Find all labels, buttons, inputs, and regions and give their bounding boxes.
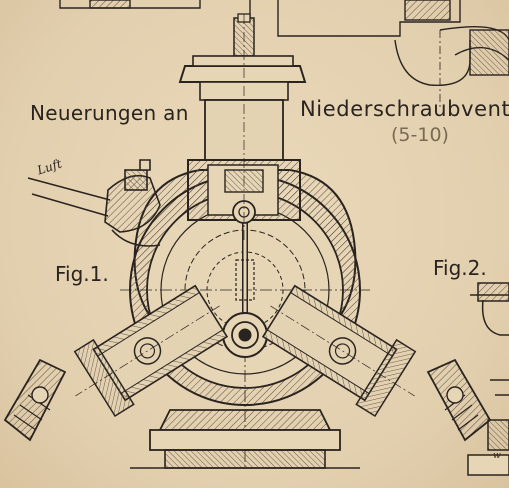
figure-2-label: Fig.2. bbox=[433, 256, 487, 280]
crank-assembly bbox=[222, 210, 268, 358]
top-cylinder bbox=[178, 13, 307, 240]
air-inlet bbox=[27, 159, 161, 247]
base bbox=[130, 409, 360, 469]
figure-1-label: Fig.1. bbox=[55, 262, 109, 286]
title-left: Neuerungen an bbox=[30, 101, 189, 125]
title-right: Niederschraubventi bbox=[300, 97, 509, 121]
valve-head-right bbox=[426, 358, 492, 442]
fig2-fragment bbox=[467, 282, 509, 476]
valve-head-left bbox=[3, 358, 67, 442]
top-fragment-left bbox=[59, 0, 251, 18]
subtitle: (5-10) bbox=[391, 124, 449, 146]
top-fragment-right bbox=[277, 0, 509, 110]
corner-mark: w bbox=[493, 451, 501, 461]
